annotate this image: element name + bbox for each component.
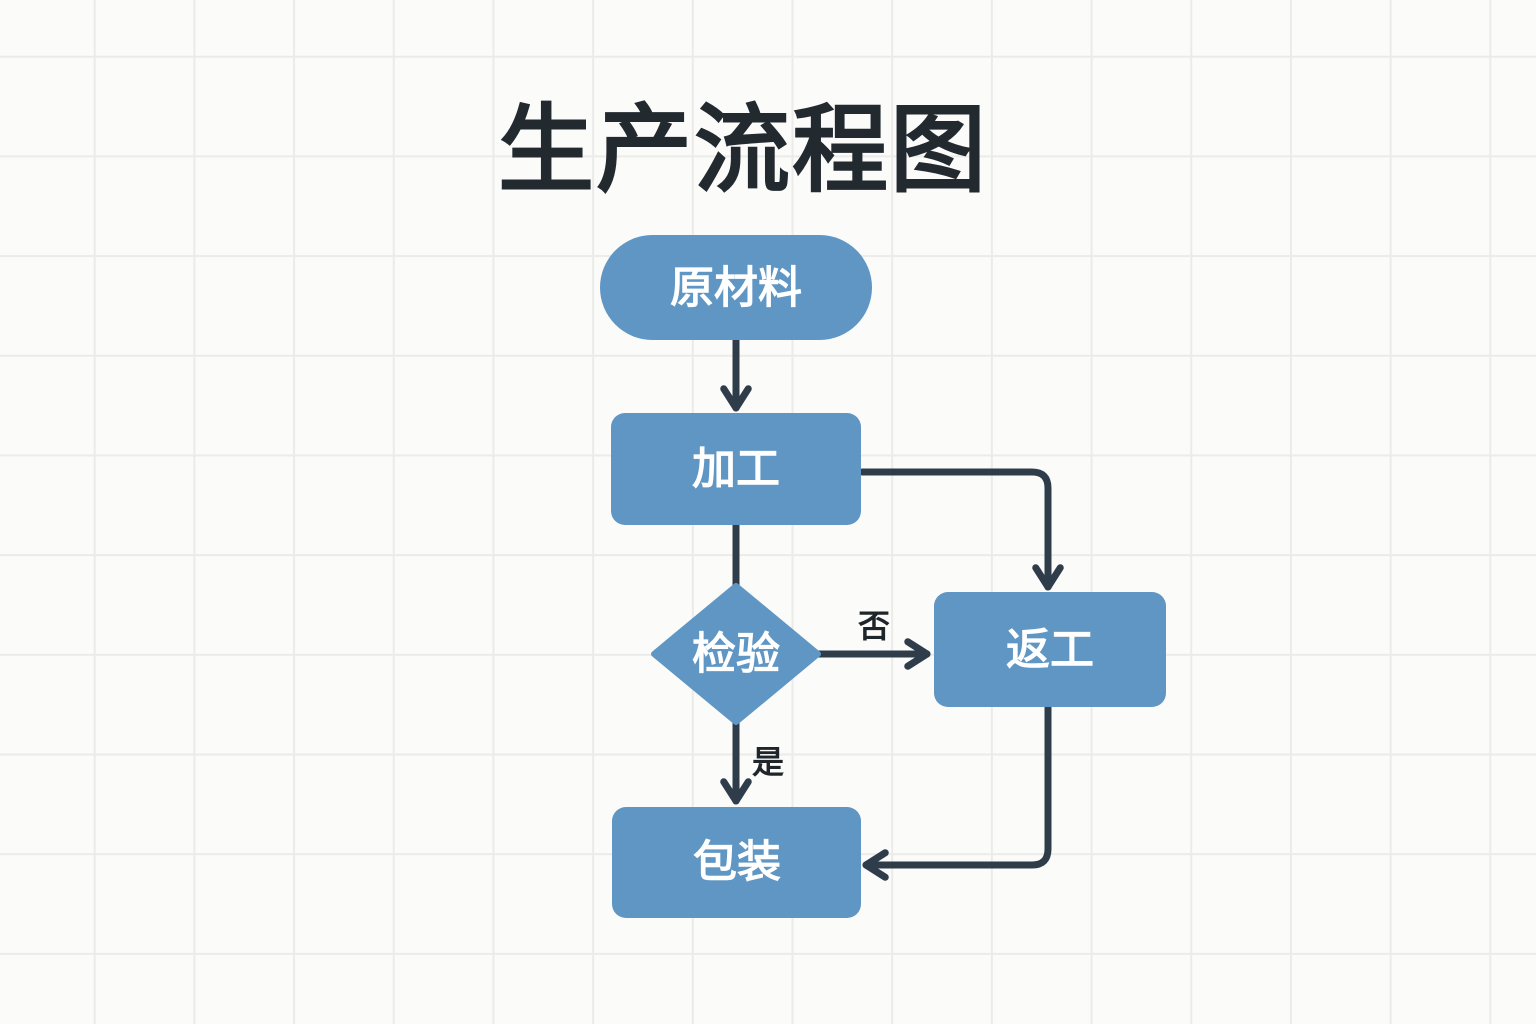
node-packaging[interactable]: 包装 — [612, 807, 861, 918]
node-inspection[interactable]: 检验 — [651, 583, 821, 725]
node-raw-materials-label: 原材料 — [670, 263, 802, 314]
edge-label-yes: 是 — [752, 743, 784, 781]
node-inspection-label: 检验 — [692, 629, 780, 680]
edge-rework-to-packaging — [862, 703, 1052, 881]
edge-processing-to-rework — [858, 468, 1064, 591]
node-processing-label: 加工 — [692, 444, 780, 495]
diagram-title: 生产流程图 — [498, 94, 988, 206]
node-packaging-label: 包装 — [693, 837, 781, 888]
node-rework[interactable]: 返工 — [934, 592, 1166, 707]
node-rework-label: 返工 — [1006, 625, 1094, 676]
node-processing[interactable]: 加工 — [611, 413, 861, 525]
node-raw-materials[interactable]: 原材料 — [600, 235, 872, 340]
edge-label-no: 否 — [858, 607, 890, 645]
